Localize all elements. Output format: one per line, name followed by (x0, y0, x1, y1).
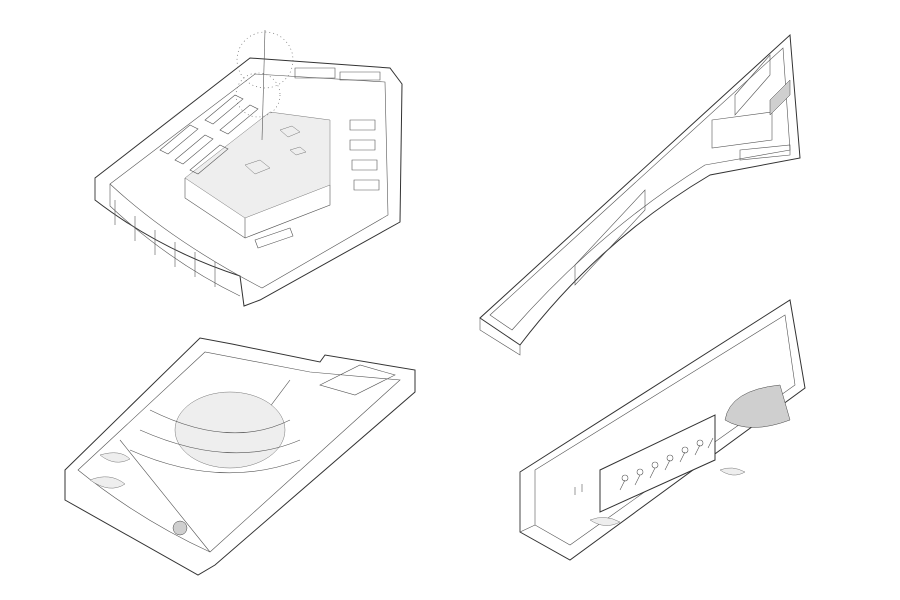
axonometric-triangular-corridor (479, 33, 801, 356)
axonometric-gallery-wall (519, 299, 806, 561)
tree-icon (235, 29, 294, 141)
axonometric-courtyard-building (94, 29, 403, 307)
axonometric-amphitheater (64, 337, 416, 576)
